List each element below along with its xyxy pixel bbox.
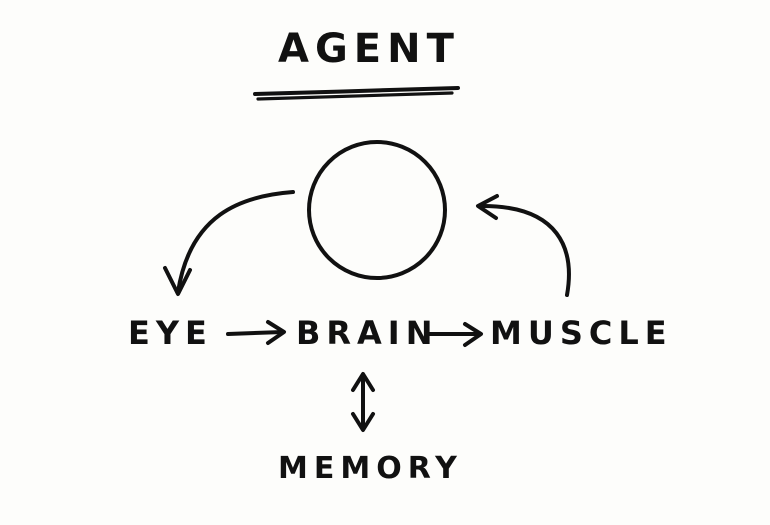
- title-underline-second: [256, 91, 454, 101]
- diagram-title: AGENT: [278, 26, 460, 72]
- node-eye: EYE: [128, 314, 213, 352]
- arrow-head-brain: [266, 320, 286, 345]
- arrow-head-down: [351, 412, 375, 432]
- node-brain: BRAIN: [296, 314, 438, 352]
- title-underline: [253, 86, 460, 96]
- arrow-head-eye: [163, 266, 192, 296]
- arrow-head-environment: [476, 194, 499, 220]
- arrow-head-up: [351, 372, 375, 392]
- node-memory: MEMORY: [278, 451, 463, 486]
- arrow-head-muscle: [463, 322, 483, 347]
- environment-circle: [307, 140, 447, 280]
- arrow-muscle-to-environment: [478, 203, 571, 297]
- arrow-eye-to-brain: [226, 330, 285, 336]
- arrow-environment-to-eye: [176, 190, 295, 294]
- node-muscle: MUSCLE: [490, 314, 673, 352]
